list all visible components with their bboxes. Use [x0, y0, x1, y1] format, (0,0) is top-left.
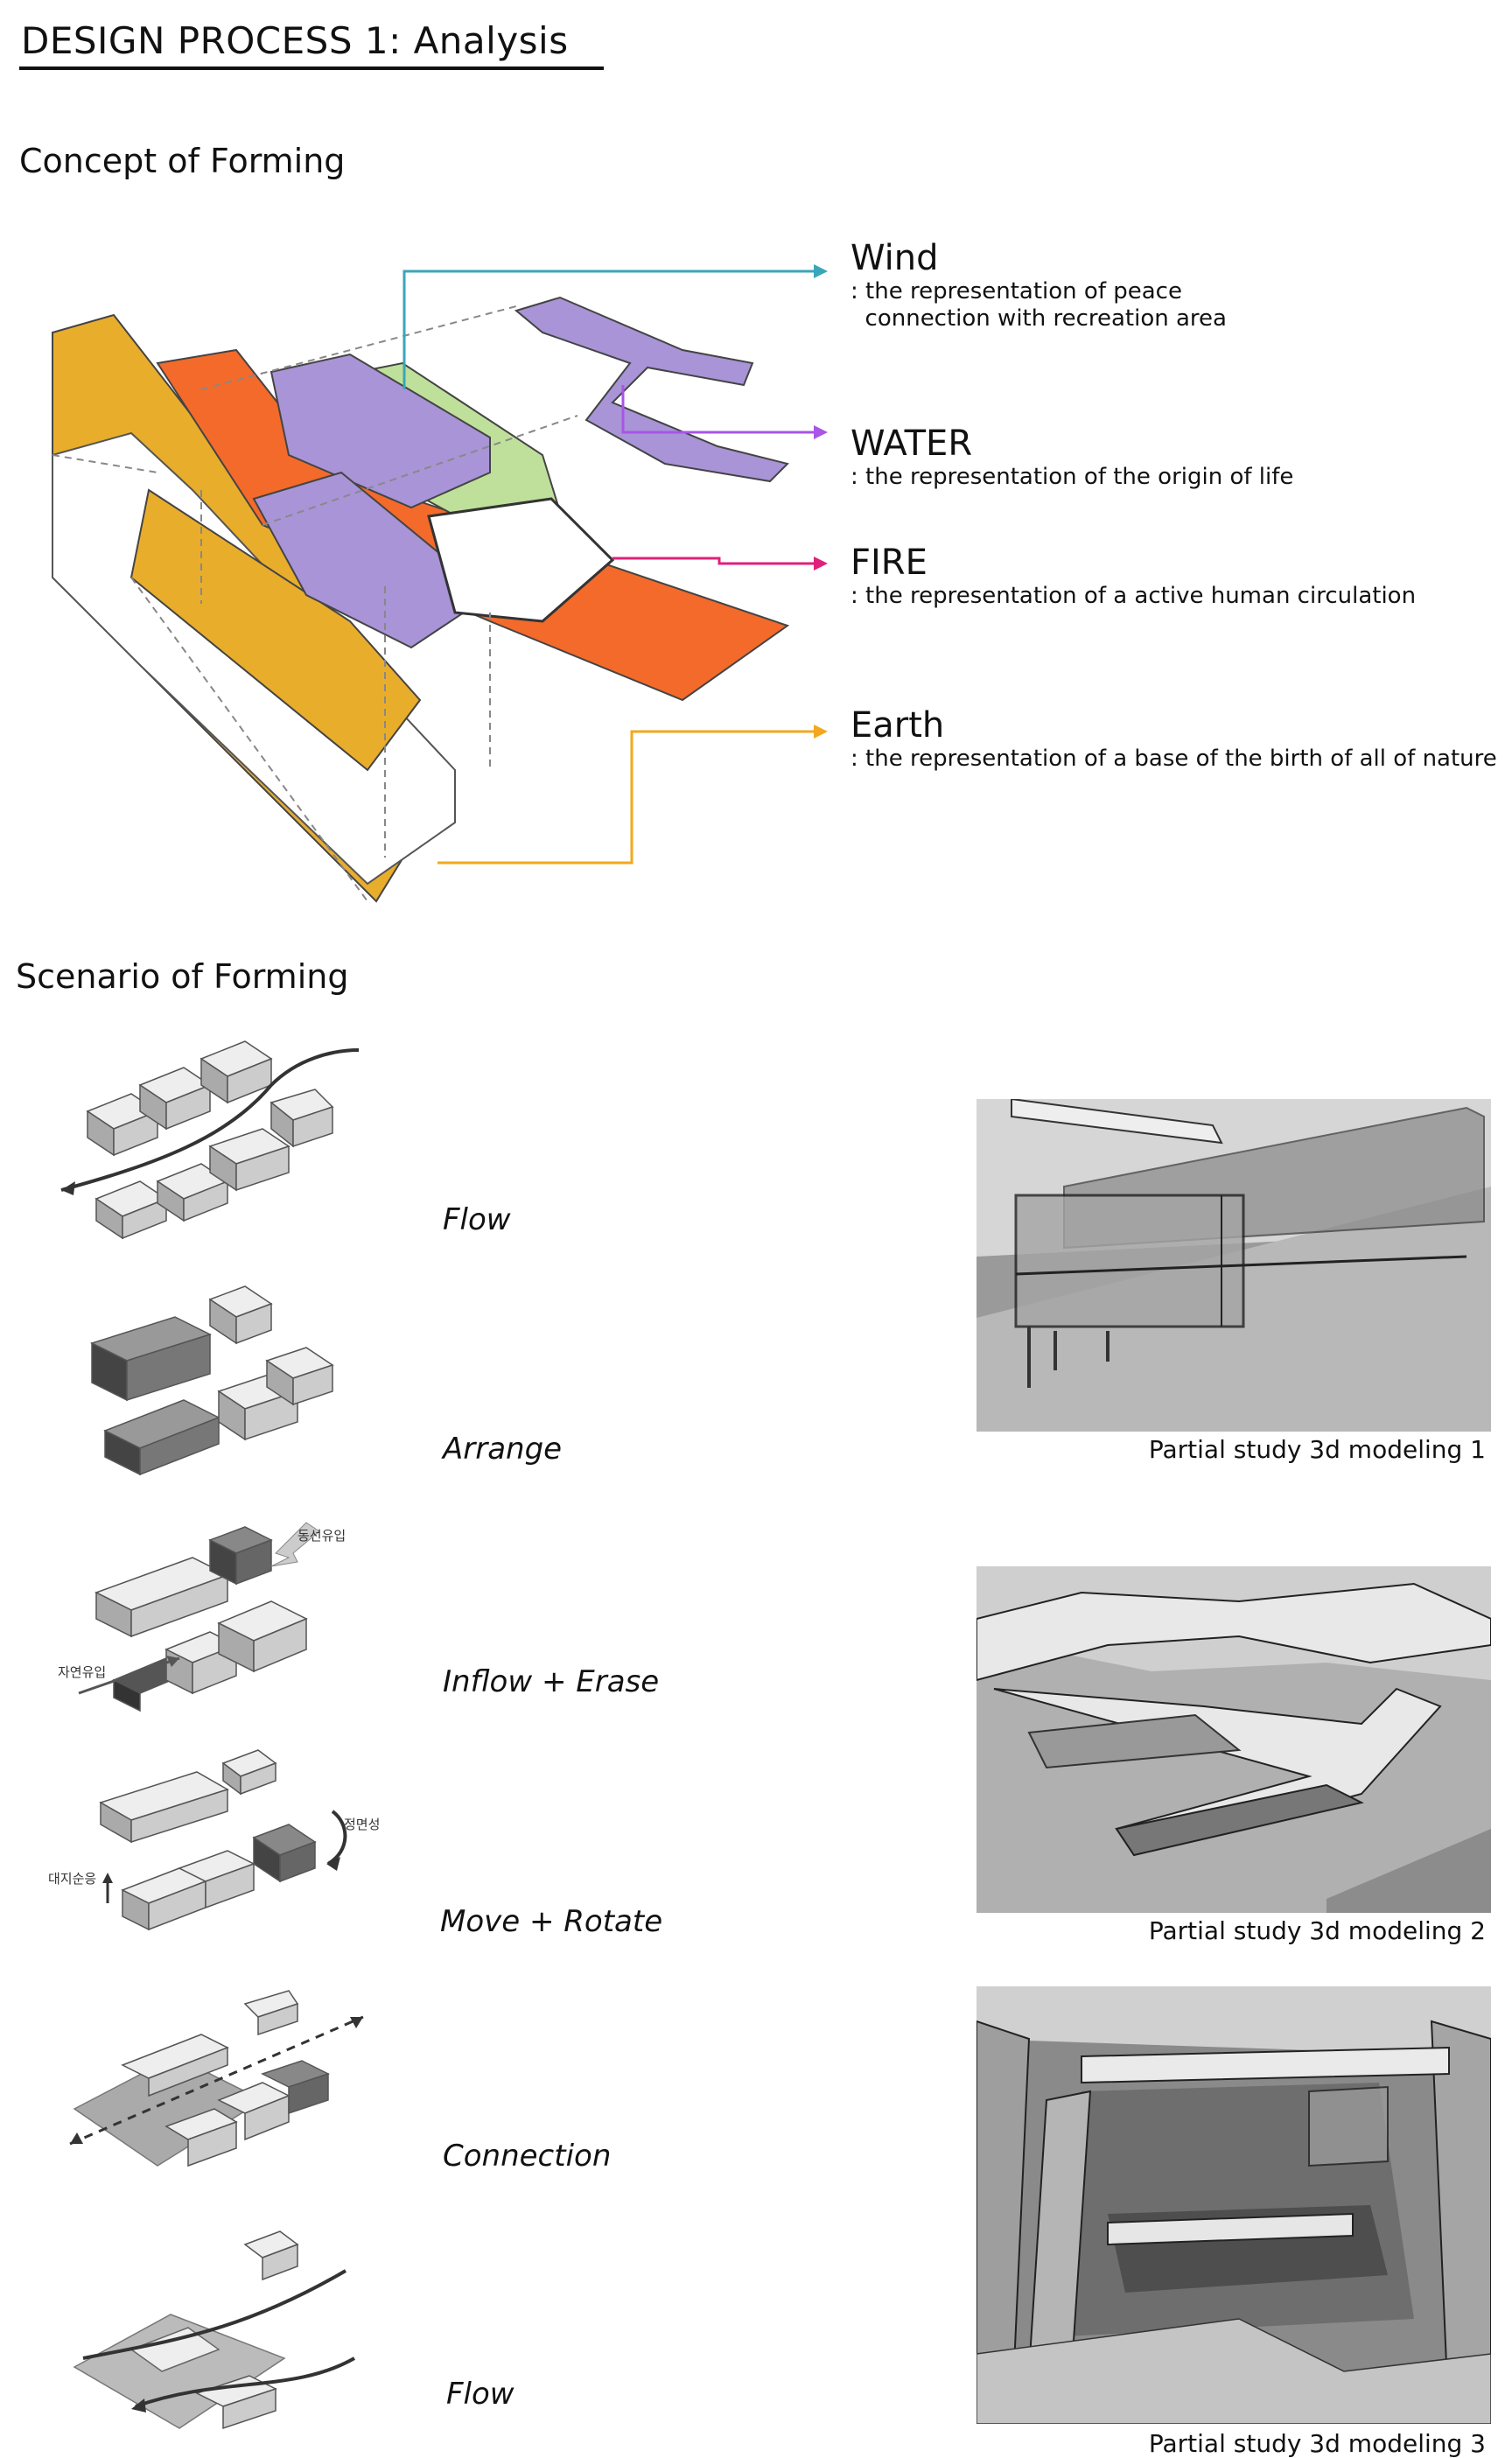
title-underline	[19, 67, 604, 70]
study-caption-2: Partial study 3d modeling 2	[1148, 1916, 1486, 1945]
study-render-1-drawing	[976, 1099, 1491, 1432]
study-caption-3: Partial study 3d modeling 3	[1148, 2429, 1486, 2458]
water-layer-front	[252, 471, 492, 649]
scenario-step-label: Flow	[443, 1202, 511, 1237]
leader-earth	[438, 730, 814, 865]
scenario-step-label: Flow	[446, 2377, 514, 2412]
scenario-diagram-flow	[60, 1040, 360, 1240]
scenario-step-label: Connection	[443, 2139, 612, 2174]
element-name: Wind	[850, 238, 939, 278]
element-description: : the representation of a active human c…	[850, 583, 1417, 609]
concept-section-title: Concept of Forming	[19, 142, 346, 180]
scenario-diagram-connection	[69, 1990, 364, 2167]
study-caption-1: Partial study 3d modeling 1	[1148, 1435, 1486, 1464]
study-render-1	[976, 1099, 1491, 1432]
concept-item-water: WATER : the representation of the origin…	[850, 424, 1293, 491]
concept-item-fire: FIRE : the representation of a active hu…	[850, 543, 1416, 610]
study-render-2	[976, 1566, 1491, 1913]
element-description: : the representation of a base of the bi…	[850, 746, 1497, 772]
scenario-diagram-inflow-erase: 동선유입 자연유입	[58, 1522, 346, 1712]
study-render-3-drawing	[976, 1986, 1491, 2424]
element-name: Earth	[850, 705, 945, 746]
study-render-2-drawing	[976, 1566, 1491, 1913]
korean-label: 정면성	[344, 1817, 380, 1832]
concept-item-wind: Wind : the representation of peace conne…	[850, 238, 1227, 333]
korean-label: 자연유입	[58, 1664, 106, 1680]
water-ribbon	[514, 296, 789, 483]
scenario-step-label: Move + Rotate	[440, 1904, 663, 1939]
scenario-step-label: Inflow + Erase	[443, 1664, 660, 1699]
scenario-diagram-flow-final	[73, 2230, 355, 2430]
element-name: FIRE	[850, 543, 928, 583]
element-description: : the representation of peace connection…	[850, 278, 1227, 332]
leader-fire	[612, 557, 814, 565]
study-render-3	[976, 1986, 1491, 2424]
element-name: WATER	[850, 424, 973, 464]
scenario-diagram-arrange	[90, 1285, 334, 1476]
element-description: : the representation of the origin of li…	[850, 464, 1294, 490]
page-title: DESIGN PROCESS 1: Analysis	[21, 19, 569, 62]
leader-wind	[402, 270, 814, 389]
concept-exploded-diagram	[52, 264, 828, 903]
leader-water	[621, 385, 814, 434]
korean-label: 동선유입	[298, 1528, 346, 1544]
korean-label: 대지순응	[48, 1871, 96, 1887]
scenario-diagram-move-rotate: 정면성 대지순응	[48, 1749, 380, 1931]
white-volume	[427, 497, 615, 623]
concept-item-earth: Earth : the representation of a base of …	[850, 705, 1497, 773]
scenario-step-label: Arrange	[443, 1432, 563, 1467]
scenario-section-title: Scenario of Forming	[16, 957, 349, 996]
water-layer-main	[270, 353, 491, 509]
